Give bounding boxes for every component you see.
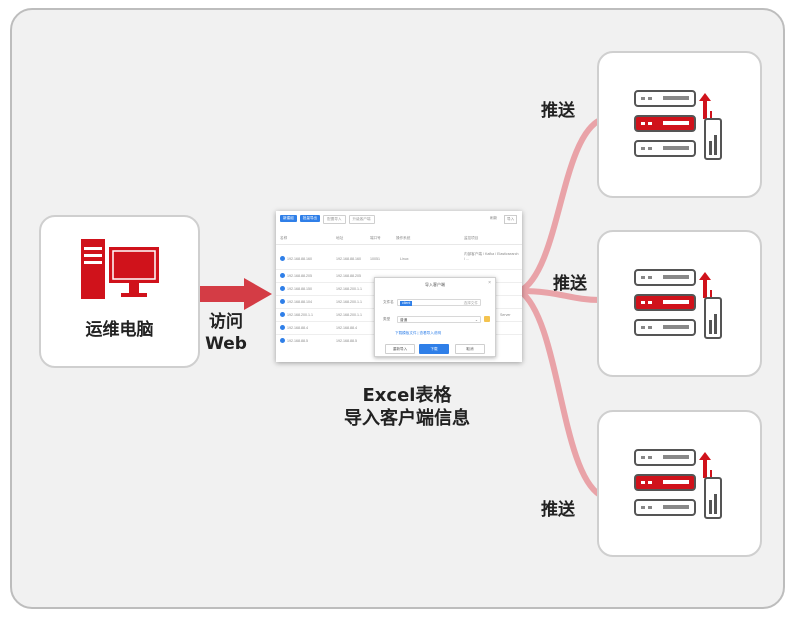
client-status-icon xyxy=(280,286,285,291)
client-status-icon xyxy=(280,325,285,330)
type-label: 类型 xyxy=(383,317,391,321)
row-address: 192.168.88.160 xyxy=(336,257,361,261)
close-icon[interactable]: × xyxy=(488,280,491,286)
file-field[interactable]: client 选择文件 xyxy=(397,299,481,306)
computer-icon xyxy=(81,239,159,299)
row-tags: Server xyxy=(500,313,511,317)
file-chip: client xyxy=(400,301,413,306)
client-status-icon xyxy=(280,312,285,317)
row-port: 10051 xyxy=(370,257,380,261)
web-caption: Excel表格 导入客户端信息 xyxy=(344,385,470,429)
server-sync-icon xyxy=(634,269,722,339)
client-status-icon xyxy=(280,299,285,304)
dialog-links[interactable]: 下载模板文件 | 查看导入说明 xyxy=(395,331,442,335)
row-address: 192.168.200.1.1 xyxy=(336,287,362,291)
dialog-title: 导入客户端 xyxy=(425,282,445,287)
row-name: 192.168.88.205 xyxy=(287,274,312,278)
row-address: 192.168.88.205 xyxy=(336,274,361,278)
column-header-port: 端口号 xyxy=(370,236,381,240)
access-arrow xyxy=(200,278,272,310)
server-card-2 xyxy=(597,230,762,377)
import-button[interactable]: 导入 xyxy=(504,215,518,224)
column-header-os: 操作系统 xyxy=(396,236,411,240)
access-web-label: 访问 Web xyxy=(205,312,247,354)
row-address: 192.168.200.1.1 xyxy=(336,313,362,317)
chevron-down-icon: ⌄ xyxy=(474,318,478,322)
row-name: 192.168.200.1.1 xyxy=(287,313,313,317)
toolbar-button-upgrade[interactable]: 升级客户端 xyxy=(348,215,375,224)
folder-icon[interactable] xyxy=(484,316,490,322)
file-label: 文件名 xyxy=(383,300,394,304)
table-header: 名称 地址 端口号 操作系统 监控项目 xyxy=(276,236,522,245)
table-row[interactable]: 192.168.88.5 192.168.88.5 xyxy=(276,335,522,347)
refresh-button[interactable]: 刷新 xyxy=(490,216,498,220)
toolbar-button-new-group[interactable]: 新建组 xyxy=(280,215,297,222)
row-name: 192.168.88.4 xyxy=(287,326,308,330)
type-select[interactable]: 普通 ⌄ xyxy=(397,316,481,323)
server-sync-icon xyxy=(634,449,722,519)
server-sync-icon xyxy=(634,90,722,160)
server-card-1 xyxy=(597,51,762,198)
column-header-monitor: 监控项目 xyxy=(464,236,479,240)
server-card-3 xyxy=(597,410,762,557)
web-console-screenshot: 新建组 批量导出 配置导入 升级客户端 刷新 导入 名称 地址 端口号 操作系统… xyxy=(276,211,522,362)
ops-computer-label: 运维电脑 xyxy=(85,320,154,340)
reset-import-button[interactable]: 重新导入 xyxy=(385,344,415,354)
file-hint: 选择文件 xyxy=(463,301,478,305)
row-os: Linux xyxy=(400,257,409,261)
download-button[interactable]: 下载 xyxy=(419,344,449,354)
row-tags: 内部客户端 / Kafka / Elasticsearch / ... xyxy=(464,252,519,261)
toolbar-button-import[interactable]: 配置导入 xyxy=(323,215,346,224)
toolbar-button-export[interactable]: 批量导出 xyxy=(299,215,321,222)
table-row[interactable]: 192.168.88.160 192.168.88.160 10051 Linu… xyxy=(276,249,522,270)
column-header-address: 地址 xyxy=(336,236,344,240)
row-address: 192.168.88.4 xyxy=(336,326,357,330)
cancel-button[interactable]: 取消 xyxy=(455,344,485,354)
column-header-name: 名称 xyxy=(280,236,288,240)
row-name: 192.168.88.160 xyxy=(287,257,312,261)
row-name: 192.168.88.150 xyxy=(287,287,312,291)
client-status-icon xyxy=(280,256,285,261)
ops-computer-card: 运维电脑 xyxy=(39,215,200,368)
type-value: 普通 xyxy=(400,318,408,322)
row-name: 192.168.88.104 xyxy=(287,300,312,304)
web-toolbar: 新建组 批量导出 配置导入 升级客户端 xyxy=(280,215,375,224)
push-label-middle: 推送 xyxy=(553,274,587,294)
client-status-icon xyxy=(280,273,285,278)
row-name: 192.168.88.5 xyxy=(287,339,308,343)
row-address: 192.168.88.5 xyxy=(336,339,357,343)
row-address: 192.168.200.1.1 xyxy=(336,300,362,304)
push-label-bottom: 推送 xyxy=(541,500,575,520)
client-status-icon xyxy=(280,338,285,343)
push-label-top: 推送 xyxy=(541,101,575,121)
import-dialog: 导入客户端 × 文件名 client 选择文件 类型 普通 ⌄ 下载模板文件 |… xyxy=(374,277,496,357)
